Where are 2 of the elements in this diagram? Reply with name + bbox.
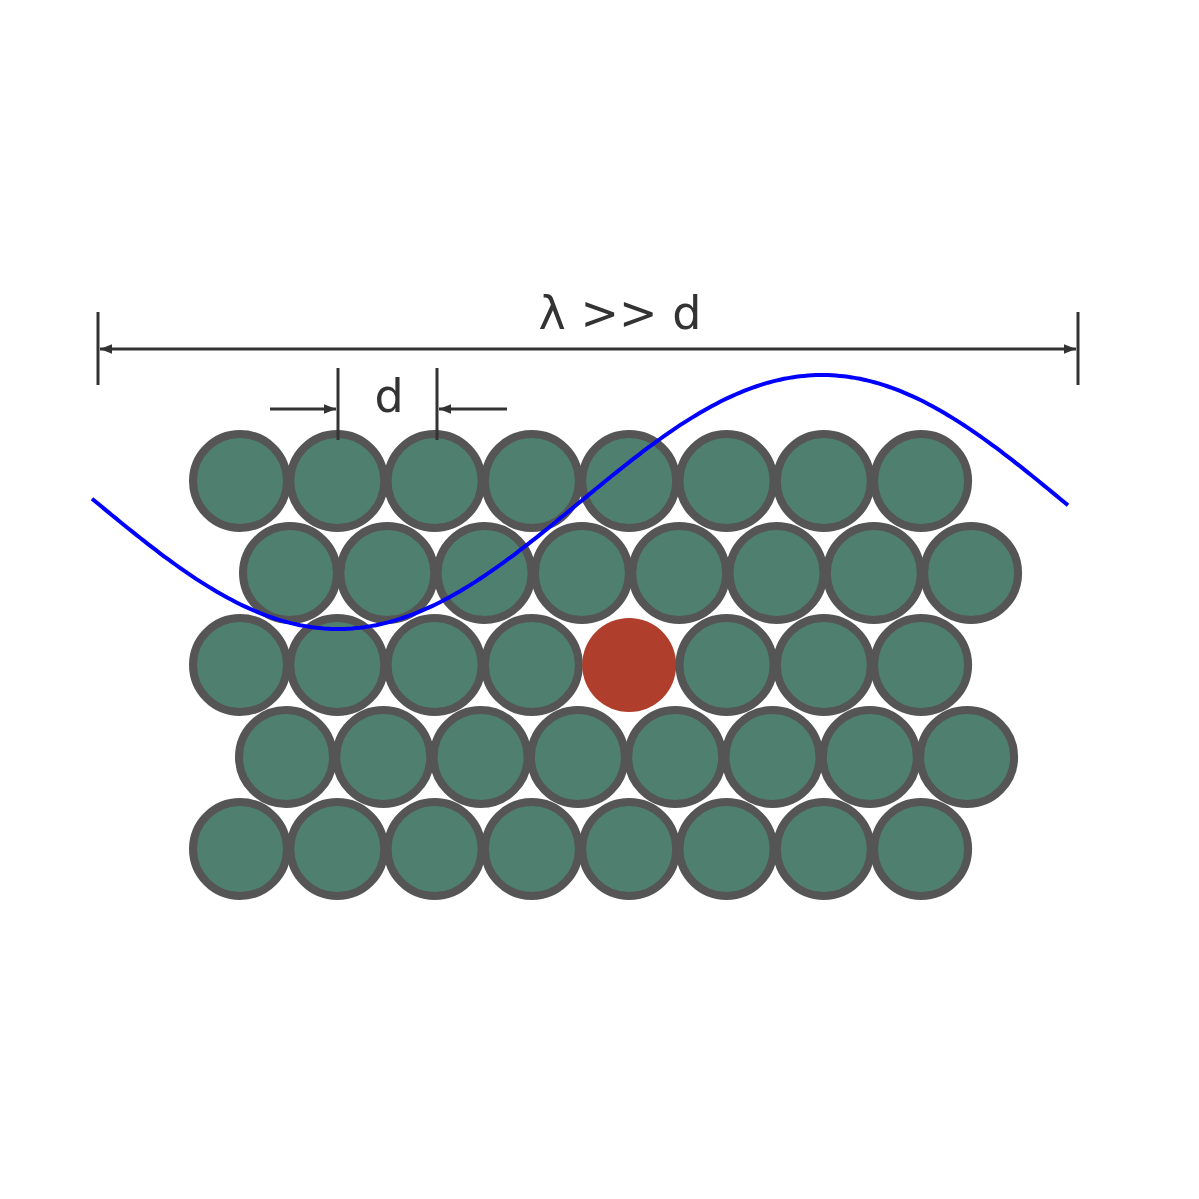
dimension-label: λ >> d (538, 290, 702, 336)
dimension-label: d (374, 373, 404, 419)
